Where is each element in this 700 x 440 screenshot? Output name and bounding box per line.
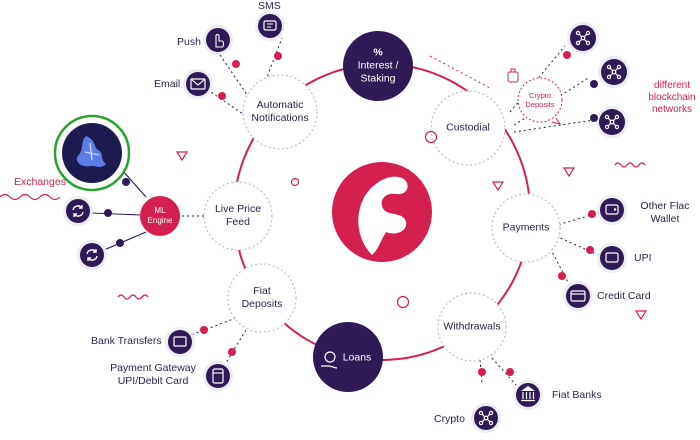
credit-card-icon	[558, 272, 593, 311]
sms-label: SMS	[258, 0, 281, 12]
other-flac-wallet-line1: Other Flac	[640, 200, 690, 212]
push-notification-icon	[203, 25, 240, 68]
interest-label-line2: Staking	[360, 72, 396, 85]
crypto-deposits-node[interactable]	[517, 77, 563, 123]
interest-staking-label: % Interest / Staking	[358, 47, 399, 86]
interest-label-line1: Interest /	[357, 59, 399, 72]
email-icon	[183, 69, 226, 100]
crypto-deposits-line1: Crypto	[528, 91, 552, 100]
payment-gateway-line2: UPI/Debit Card	[117, 375, 189, 387]
payments-label: Payments	[502, 221, 550, 234]
ml-engine-line1: ML	[154, 206, 166, 215]
crypto-deposit-icon	[507, 68, 519, 83]
fiat-banks-label: Fiat Banks	[552, 389, 602, 401]
crypto-deposits-label: Crypto Deposits	[525, 91, 554, 109]
wallet-icon	[588, 195, 627, 225]
blockchain-network-icon	[590, 106, 628, 138]
payment-terminal-icon	[203, 348, 236, 391]
loan-hand-coin-icon	[321, 351, 338, 369]
payments-node[interactable]	[491, 193, 561, 263]
crypto-deposits-line2: Deposits	[525, 100, 555, 109]
sync-icon[interactable]	[77, 239, 124, 270]
automatic-notifications-node[interactable]	[242, 74, 318, 150]
loans-node[interactable]	[313, 322, 383, 392]
bank-transfer-icon	[165, 326, 208, 357]
credit-card-label: Credit Card	[597, 290, 651, 302]
withdrawals-label: Withdrawals	[443, 320, 501, 333]
crypto-label: Crypto	[434, 413, 465, 425]
email-label: Email	[154, 78, 181, 90]
withdrawals-node[interactable]	[437, 292, 507, 362]
custodial-label: Custodial	[446, 121, 490, 134]
networks-line1: different	[654, 80, 690, 91]
automatic-notifications-label: Automatic Notifications	[251, 99, 308, 125]
sync-icon[interactable]	[63, 196, 112, 226]
bank-icon	[506, 368, 543, 410]
bank-transfers-label: Bank Transfers	[91, 335, 162, 347]
ml-engine-line2: Engine	[147, 216, 173, 225]
live-price-feed-node[interactable]	[203, 181, 273, 251]
automatic-notifications-line2: Notifications	[251, 112, 309, 124]
exchanges-label: Exchanges	[14, 176, 66, 188]
loans-label: Loans	[342, 351, 372, 364]
upi-label: UPI	[634, 252, 652, 264]
blockchain-network-icon	[590, 56, 630, 88]
flac-logo-icon	[332, 162, 432, 262]
networks-line3: networks	[651, 104, 692, 115]
different-blockchain-networks-label: different blockchain networks	[646, 80, 698, 116]
payment-gateway-line1: Payment Gateway	[110, 362, 196, 374]
blockchain-network-icon	[563, 22, 599, 59]
interest-percent-symbol: %	[373, 46, 383, 59]
sms-icon	[255, 11, 285, 60]
ml-engine-label: ML Engine	[148, 206, 173, 226]
crypto-network-icon	[471, 368, 501, 433]
fiat-deposits-line2: Deposits	[241, 298, 283, 310]
networks-line2: blockchain	[648, 92, 696, 103]
fiat-deposits-label: Fiat Deposits	[242, 285, 283, 311]
decorative-shapes	[0, 130, 648, 321]
fiat-deposits-line1: Fiat	[253, 285, 271, 297]
exchange-logo-icon[interactable]	[53, 114, 131, 192]
custodial-node[interactable]	[430, 90, 506, 166]
automatic-notifications-line1: Automatic	[256, 99, 304, 111]
other-flac-wallet-line2: Wallet	[650, 213, 680, 225]
other-flac-wallet-label: Other Flac Wallet	[632, 200, 698, 226]
ml-engine-connectors	[91, 169, 147, 251]
ml-engine-node[interactable]	[140, 196, 180, 236]
upi-icon	[586, 243, 627, 273]
payment-gateway-label: Payment Gateway UPI/Debit Card	[108, 362, 198, 388]
live-price-feed-line1: Live Price	[214, 203, 262, 215]
push-label: Push	[177, 36, 201, 48]
live-price-feed-line2: Feed	[226, 216, 250, 228]
live-price-feed-label: Live Price Feed	[215, 203, 261, 229]
fiat-deposits-node[interactable]	[227, 263, 297, 333]
interest-staking-node[interactable]	[343, 31, 413, 101]
